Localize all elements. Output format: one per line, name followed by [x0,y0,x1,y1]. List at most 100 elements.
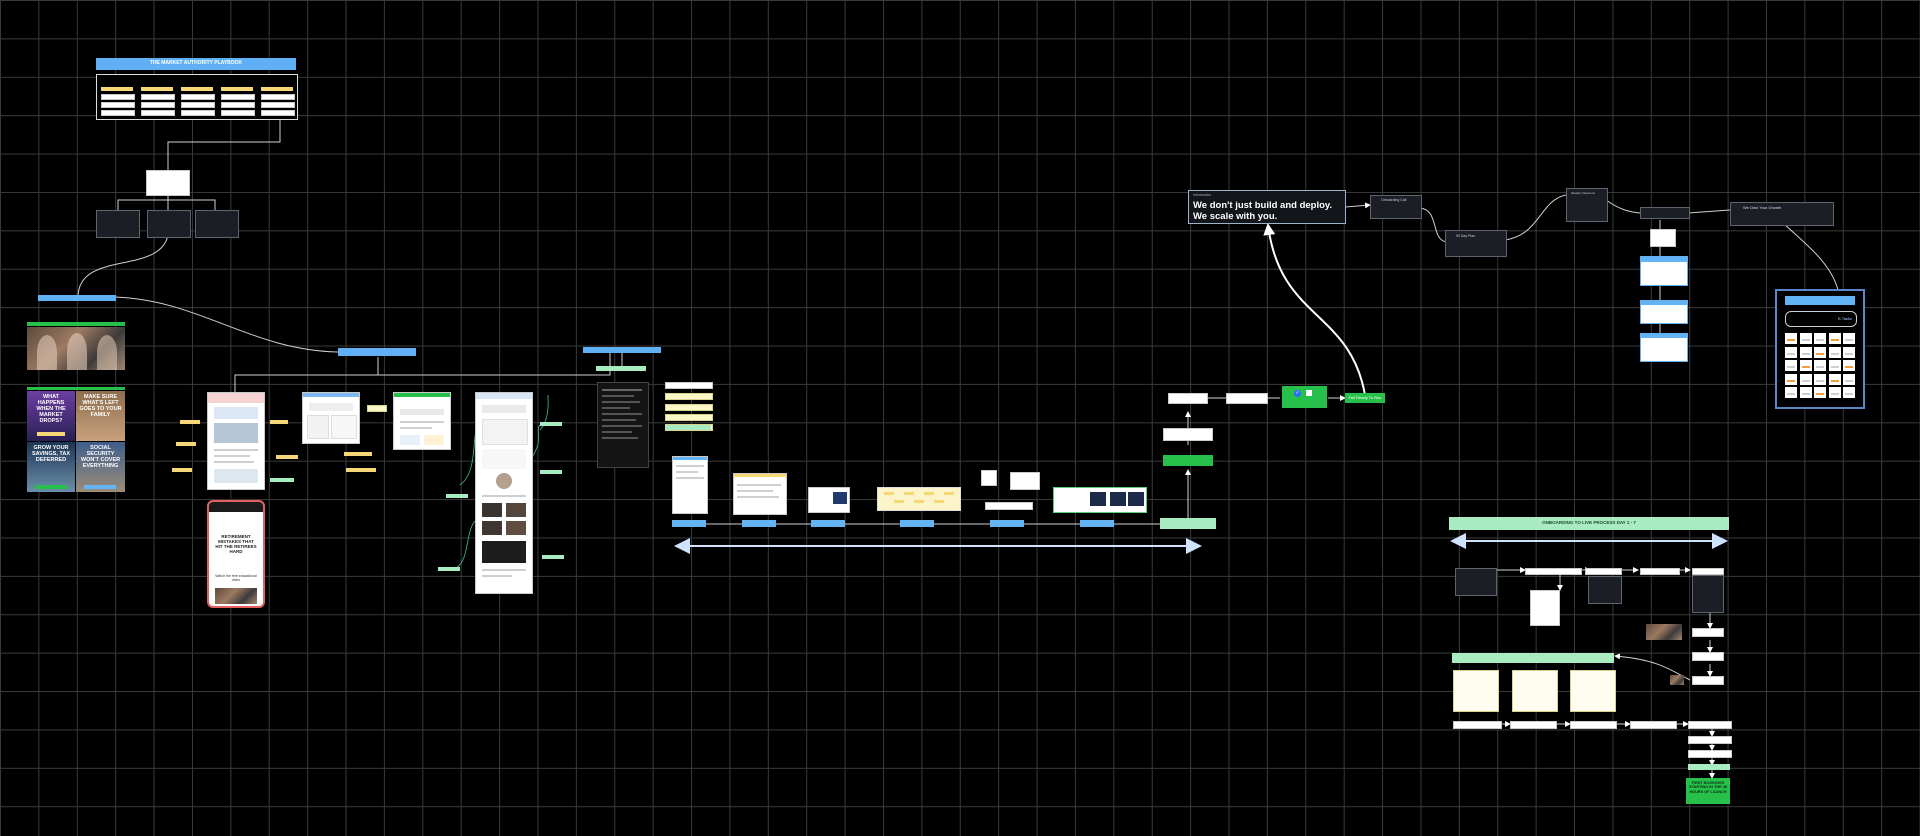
calendar-day-cell[interactable] [1828,333,1841,344]
timeline-board-6[interactable] [1053,487,1147,513]
stage-white-3[interactable] [1226,393,1268,404]
onb-step-5b[interactable] [1692,575,1724,613]
onb-step-8[interactable] [1692,676,1724,685]
calendar-day-cell[interactable] [1843,333,1855,344]
kickoff-step[interactable]: Full Ready To Run [1345,393,1385,403]
calendar-day-cell[interactable] [1843,360,1855,371]
timeline-board-4[interactable] [877,487,961,511]
onb-step-4a[interactable] [1640,568,1680,575]
calendar-day-cell[interactable] [1843,387,1855,398]
calendar-day-cell[interactable] [1785,387,1797,398]
org-node-right[interactable] [195,210,239,238]
onb-row-6[interactable] [1688,736,1732,744]
stage-green-1[interactable] [1163,455,1213,466]
sequence-item-7[interactable] [665,425,711,430]
calendar-day-cell[interactable] [1799,373,1812,385]
onb-doc-3[interactable] [1570,670,1616,712]
onb-row-3[interactable] [1570,721,1617,729]
code-doc[interactable] [597,382,649,468]
stage-white-2[interactable] [1168,393,1208,404]
calendar-day-cell[interactable] [1828,373,1841,385]
sequence-item-2[interactable] [665,393,713,400]
calendar-day-cell[interactable] [1799,360,1812,371]
onb-step-2a[interactable] [1525,568,1582,575]
step-weekly[interactable]: Weekly Check-ins [1566,188,1608,222]
mini-table-2[interactable] [1640,300,1688,324]
note-yellow-6 [344,452,372,456]
calendar-day-cell[interactable] [1785,360,1797,371]
timeline-doc-5b[interactable] [1010,472,1040,490]
onb-row-7[interactable] [1688,750,1732,758]
landing-page-long[interactable] [475,392,533,594]
org-node-center[interactable] [147,210,191,238]
ad-creative-savings[interactable]: GROW YOUR SAVINGS, TAX DEFERRED [27,442,75,492]
calendar-day-cell[interactable] [1799,333,1812,344]
onb-step-7[interactable] [1692,652,1724,661]
onb-row-1[interactable] [1453,721,1502,729]
sequence-item-3[interactable] [665,404,713,411]
calendar-day-cell[interactable] [1828,346,1841,358]
calendar-day-cell[interactable] [1843,346,1855,358]
calendar-day-cell[interactable] [1814,373,1826,385]
calendar-day-cell[interactable] [1814,333,1826,344]
ad-creative-market-drop[interactable]: WHAT HAPPENS WHEN THE MARKET DROPS? [27,391,75,441]
onb-row-4[interactable] [1630,721,1677,729]
sequence-item-1[interactable] [665,382,713,389]
hero-card[interactable]: Introduction We don't just build and dep… [1188,190,1346,224]
onb-step-6[interactable] [1692,628,1724,637]
calendar-day-cell[interactable] [1785,346,1797,358]
calendar-day-cell[interactable] [1814,346,1826,358]
ad-creative-family[interactable]: MAKE SURE WHAT'S LEFT GOES TO YOUR FAMIL… [76,391,125,441]
timeline-label-3 [811,520,845,527]
timeline-doc-5a[interactable] [981,470,997,486]
calendar-day-cell[interactable] [1799,387,1812,398]
step-onboarding[interactable]: Onboarding Call [1370,195,1422,219]
onb-step-5a[interactable] [1692,568,1724,575]
onb-step-2b[interactable] [1530,590,1560,626]
calendar-day-cell[interactable] [1785,373,1797,385]
org-node-root[interactable] [146,170,190,196]
onb-row-5[interactable] [1688,721,1732,729]
stage-white-1[interactable] [1163,428,1213,441]
onb-doc-2[interactable] [1512,670,1558,712]
calendar-day-cell[interactable] [1785,333,1797,344]
step-90-day-label: 90 Day Plan [1456,234,1476,238]
landing-page-2[interactable] [302,392,360,444]
ad-creative-social-security[interactable]: SOCIAL SECURITY WON'T COVER EVERYTHING [76,442,125,492]
onb-final-box[interactable]: FIRST BOOKINGS STARTING IN THE 48 HOURS … [1686,778,1730,804]
onb-doc-1[interactable] [1453,670,1499,712]
calendar-frame[interactable]: B Tasks [1775,289,1865,409]
onb-step-3a[interactable] [1585,568,1622,575]
step-monitor[interactable] [1640,207,1690,219]
onb-row-2[interactable] [1510,721,1557,729]
landing-page-1[interactable] [207,392,265,490]
mini-sheet-1[interactable] [1650,229,1676,247]
calendar-day-cell[interactable] [1814,360,1826,371]
timeline-doc-3[interactable] [808,487,850,513]
timeline-doc-1[interactable] [672,456,708,514]
onb-step-3b[interactable] [1588,576,1622,604]
timeline-label-1 [672,520,706,527]
calendar-tab-3[interactable]: B Tasks [1838,316,1852,321]
step-scale[interactable]: We Own Your Growth [1730,202,1834,226]
calendar-day-cell[interactable] [1828,360,1841,371]
timeline-doc-5c[interactable] [985,502,1033,510]
calendar-day-cell[interactable] [1843,373,1855,385]
stage-checkpoint[interactable]: ✓ [1282,386,1327,408]
timeline-doc-2[interactable] [733,473,787,515]
mini-table-3[interactable] [1640,333,1688,362]
note-mint-2 [540,422,562,426]
calendar-day-cell[interactable] [1799,346,1812,358]
landing-page-3[interactable] [393,392,451,450]
sequence-item-4[interactable] [665,414,713,421]
calendar-tabs[interactable]: B Tasks [1785,311,1857,327]
onb-step-1[interactable] [1455,568,1497,596]
org-node-left[interactable] [96,210,140,238]
phone-cta[interactable]: Watch the free educational video [215,574,257,582]
calendar-day-cell[interactable] [1814,387,1826,398]
step-90-day[interactable]: 90 Day Plan [1445,230,1507,257]
calendar-day-cell[interactable] [1828,387,1841,398]
landing-phone-mockup[interactable]: RETIREMENT MISTAKES THAT HIT THE RETIREE… [207,500,265,608]
mini-table-1[interactable] [1640,256,1688,286]
onb-row-8[interactable] [1688,764,1730,770]
